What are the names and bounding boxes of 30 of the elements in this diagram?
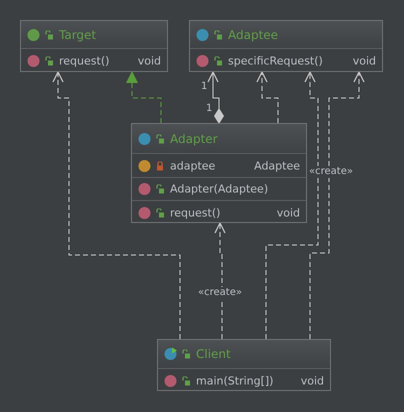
class-name: Adaptee (228, 28, 278, 42)
dashed-arrow (52, 71, 180, 340)
dashed-arrow (126, 71, 162, 124)
multiplicity-label: 1 (206, 103, 212, 115)
method-name: Adapter(Adaptee) (170, 182, 268, 196)
dashed-arrow (310, 71, 365, 340)
dashed-arrow (256, 71, 278, 124)
method-name: request() (59, 54, 110, 68)
type-name: void (352, 54, 376, 68)
edge-label: «create» (198, 287, 242, 299)
dashed-arrow (266, 71, 318, 340)
class-name: Adapter (170, 132, 218, 146)
class-box (20, 20, 168, 72)
method-name: specificRequest() (228, 54, 323, 68)
field-name: adaptee (170, 159, 216, 172)
class-box (189, 20, 383, 72)
class-name: Client (196, 347, 231, 361)
type-name: void (300, 374, 324, 387)
method-name: main(String[]) (196, 374, 274, 387)
type-name: void (138, 54, 161, 68)
class-name: Target (59, 28, 96, 42)
type-name: void (276, 206, 300, 219)
class-box (131, 123, 307, 223)
method-name: request() (170, 206, 220, 219)
edge-label: «create» (309, 166, 353, 178)
type-name: Adaptee (254, 159, 300, 172)
multiplicity-label: 1 (201, 81, 208, 93)
arrow (207, 71, 224, 124)
dashed-arrow (214, 222, 226, 340)
class-box (157, 339, 331, 391)
